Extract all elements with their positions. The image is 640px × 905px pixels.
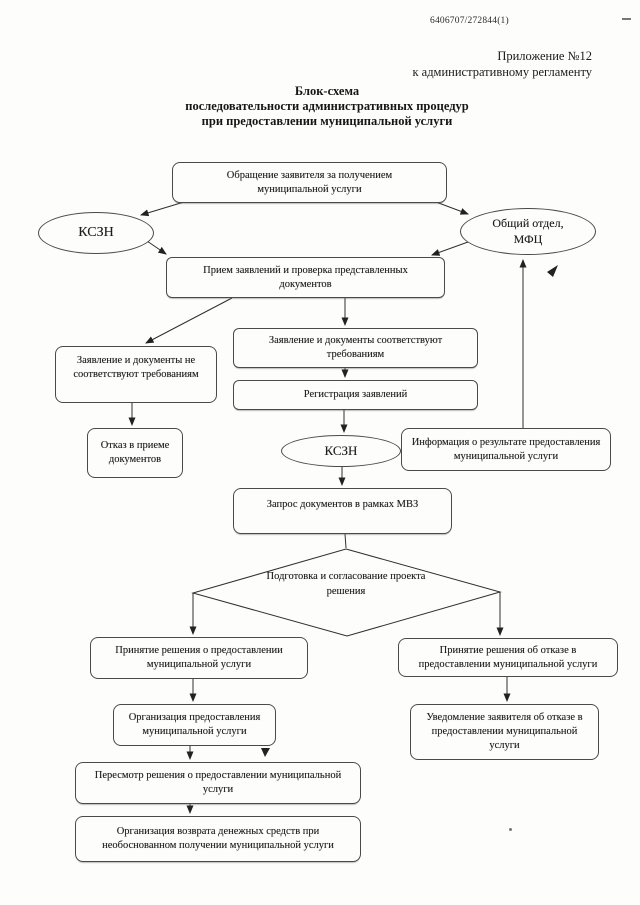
stray-arrowhead-mark — [547, 265, 558, 277]
box-organizatsiya-predostavleniya: Организация предоставления муниципальной… — [113, 704, 276, 746]
box-reshenie-ob-otkaze: Принятие решения об отказе в предоставле… — [398, 638, 618, 677]
doc-number: 6406707/272844(1) — [430, 16, 509, 26]
title-line-1: Блок-схема — [294, 84, 360, 98]
ellipse-obshchiy-otdel-mfc: Общий отдел, МФЦ — [460, 208, 596, 255]
appendix-note: Приложение №12 к административному регла… — [412, 48, 592, 80]
box-registratsiya-zayavleniy: Регистрация заявлений — [233, 380, 478, 410]
arrow-priem-to-nesootv — [145, 297, 233, 344]
diamond-podgotovka-shape — [191, 548, 502, 637]
box-priem-zayavleniy: Прием заявлений и проверка представленны… — [166, 257, 445, 298]
extra-arrowhead-mark — [261, 748, 270, 757]
box-informatsiya-o-rezultate: Информация о результате предоставления м… — [401, 428, 611, 471]
box-organizatsiya-vozvrata: Организация возврата денежных средств пр… — [75, 816, 361, 862]
appendix-line-2: к административному регламенту — [412, 65, 592, 79]
box-peresmotr-resheniya: Пересмотр решения о предоставлении муниц… — [75, 762, 361, 804]
title-line-2: последовательности административных проц… — [185, 99, 469, 113]
box-reshenie-o-predostavlenii: Принятие решения о предоставлении муници… — [90, 637, 308, 679]
arrow-start-to-obshchiy — [435, 201, 469, 215]
diamond-podgotovka-label: Подготовка и согласование проекта решени… — [266, 571, 426, 597]
scan-artifact-dot — [509, 828, 512, 831]
box-uvedomlenie-zayavitelya: Уведомление заявителя об отказе в предос… — [410, 704, 599, 760]
line-zapros-to-diamond — [344, 533, 347, 549]
arrow-start-to-kszn — [140, 201, 185, 217]
arrow-obshchiy-to-priem — [431, 241, 469, 256]
title-line-3: при предоставлении муниципальной услуги — [201, 114, 453, 128]
box-otkaz-v-prieme: Отказ в приеме документов — [87, 428, 183, 478]
box-zapros-dokumentov-mvz: Запрос документов в рамках МВЗ — [233, 488, 452, 534]
box-obrashchenie-zayavitelya: Обращение заявителя за получением муници… — [172, 162, 447, 203]
box-sootvetstvuyut: Заявление и документы соответствуют треб… — [233, 328, 478, 368]
page-title: Блок-схема последовательности администра… — [0, 84, 640, 129]
box-ne-sootvetstvuyut: Заявление и документы не соответствуют т… — [55, 346, 217, 403]
arrow-kszn-to-priem — [146, 240, 167, 255]
appendix-line-1: Приложение №12 — [497, 49, 592, 63]
ellipse-kszn-top: КСЗН — [38, 212, 154, 254]
scan-artifact-dash — [622, 18, 631, 20]
ellipse-kszn-middle: КСЗН — [281, 435, 401, 467]
